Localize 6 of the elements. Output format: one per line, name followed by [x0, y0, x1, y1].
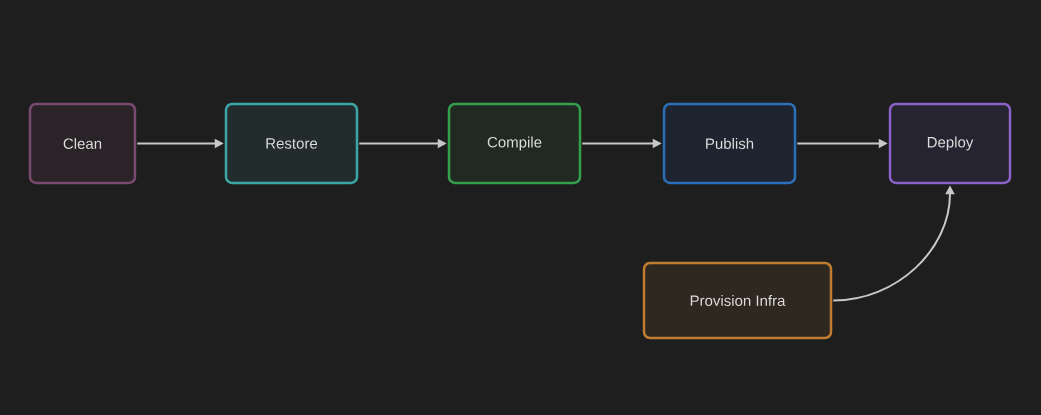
step-box: Publish — [662, 102, 797, 185]
step-box: Deploy — [888, 102, 1012, 185]
step-box: Compile — [447, 102, 582, 185]
step-box: Clean — [28, 102, 137, 185]
step-box: Restore — [224, 102, 359, 185]
step-box: Provision Infra — [642, 261, 833, 340]
